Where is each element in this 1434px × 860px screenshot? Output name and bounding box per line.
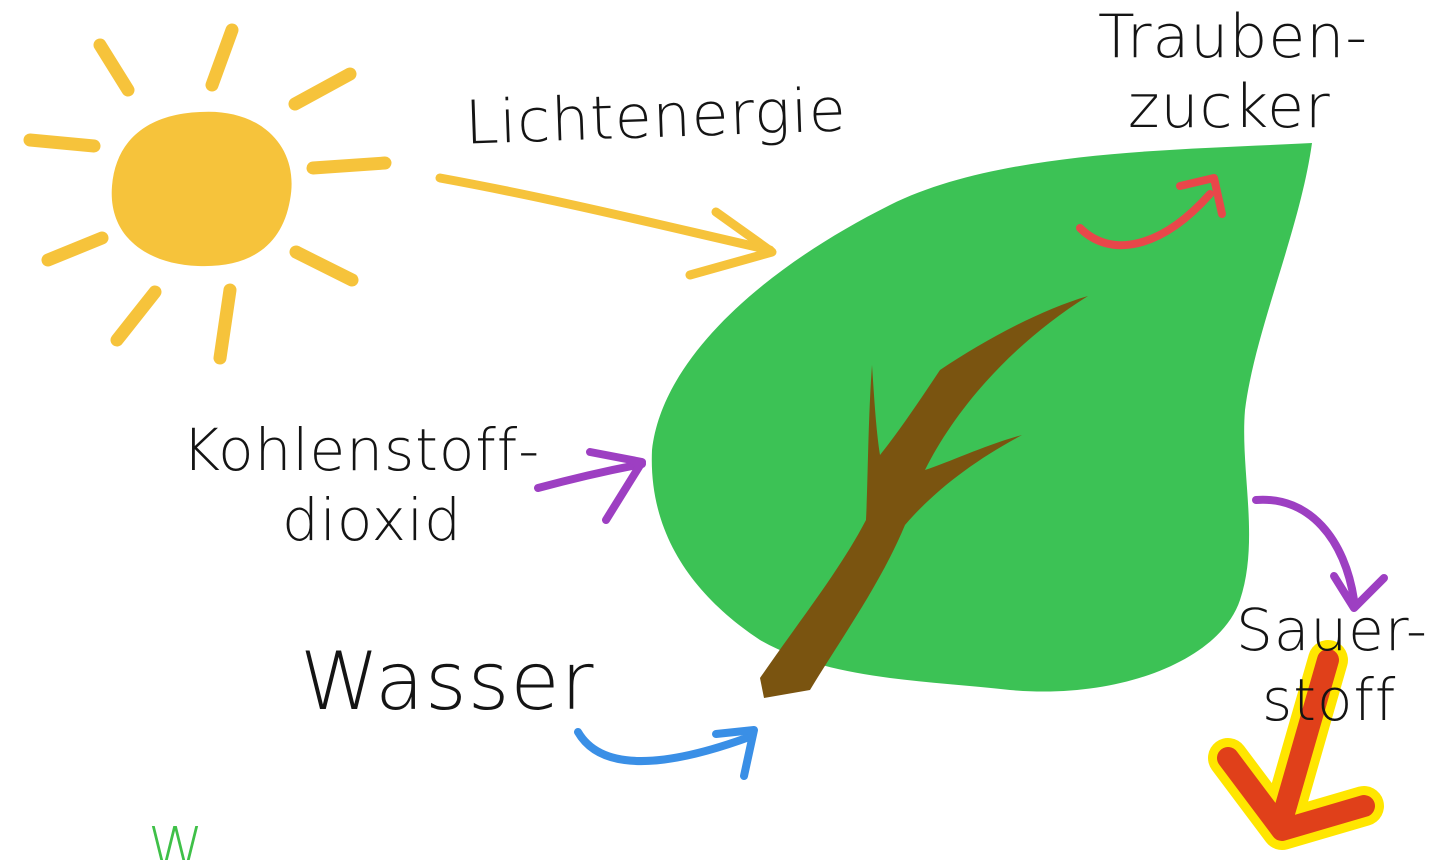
light-energy-arrow xyxy=(440,178,772,275)
leaf-icon xyxy=(652,143,1312,698)
sun-disc xyxy=(112,112,292,266)
label-light-energy: Lichtenergie xyxy=(464,79,848,155)
co2-arrow xyxy=(538,452,642,520)
label-oxygen-line1: Sauer- xyxy=(1236,600,1428,661)
label-oxygen-line2: stoff xyxy=(1262,670,1396,731)
label-glucose-line1: Trauben- xyxy=(1098,6,1368,69)
label-co2-line1: Kohlenstoff- xyxy=(182,420,540,481)
label-co2-line2: dioxid xyxy=(282,490,462,551)
oxygen-arrow xyxy=(1256,500,1384,608)
label-glucose-line2: zucker xyxy=(1128,76,1331,139)
water-arrow xyxy=(578,730,754,776)
label-water: Wasser xyxy=(300,640,594,724)
label-bottom-partial: W xyxy=(148,820,204,860)
leaf-blade xyxy=(652,143,1312,692)
sun-icon xyxy=(30,30,385,358)
